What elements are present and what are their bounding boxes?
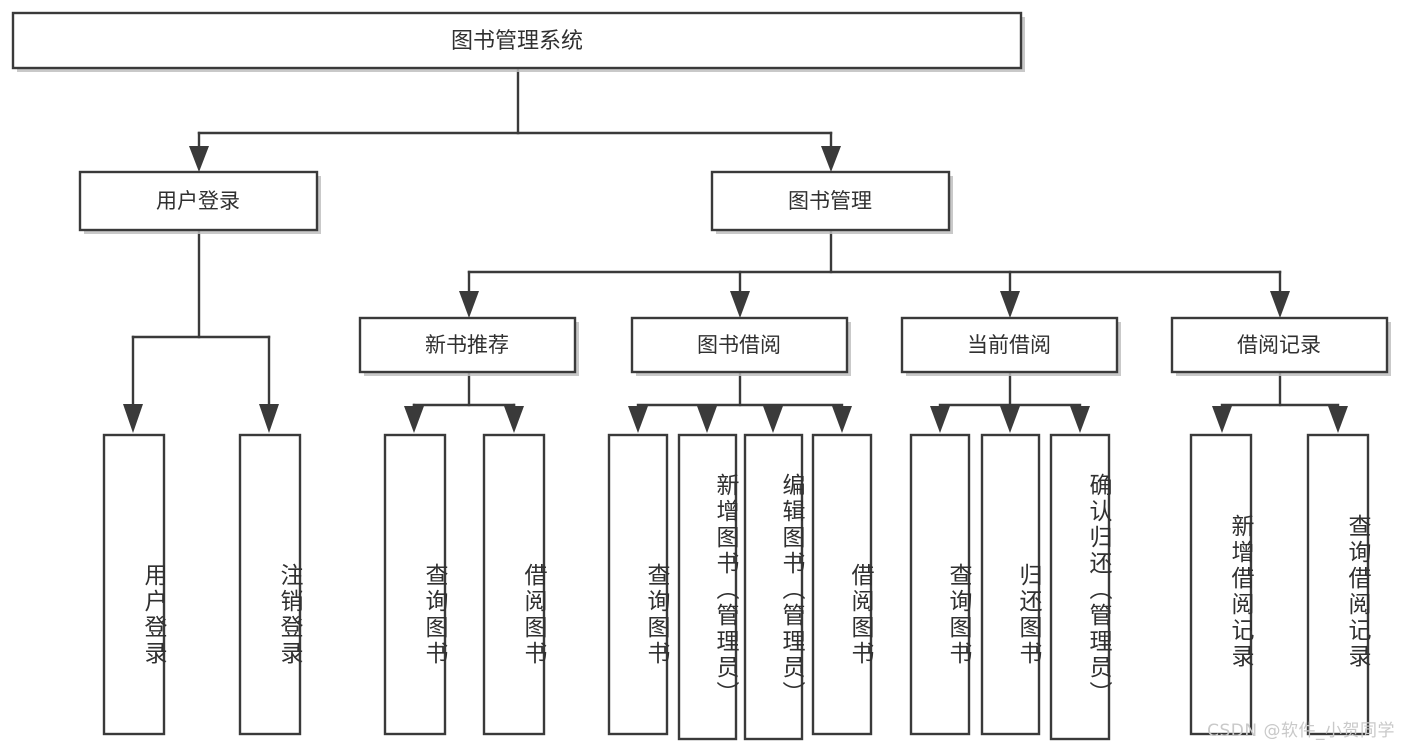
node-box-leaf-return-book[interactable]: [980, 433, 1041, 736]
node-box-book-manage[interactable]: [710, 170, 951, 232]
node-box-borrow-record[interactable]: [1170, 316, 1389, 374]
node-box-leaf-query-book-3[interactable]: [909, 433, 971, 736]
arrow-currentborrow-leaf1: [930, 406, 950, 433]
arrow-root-to-book-manage: [821, 146, 841, 172]
node-layer: 图书管理系统 用户登录 图书管理 新书推荐 图书借阅 当前借阅 借阅记录: [11, 11, 1391, 741]
node-box-leaf-add-record[interactable]: [1189, 433, 1253, 736]
node-box-leaf-query-book-1[interactable]: [383, 433, 447, 736]
node-label-current-borrow: 当前借阅: [967, 333, 1051, 357]
node-box-book-borrow[interactable]: [630, 316, 849, 374]
node-label-book-manage: 图书管理: [788, 189, 872, 213]
arrow-bm-currentborrow: [1000, 291, 1020, 318]
arrow-currentborrow-leaf2: [1000, 406, 1020, 433]
arrow-newbook-leaf2: [504, 406, 524, 433]
node-box-leaf-borrow-book-1[interactable]: [482, 433, 546, 736]
node-box-user-login[interactable]: [78, 170, 319, 232]
arrow-borrowrecord-leaf2: [1328, 406, 1348, 433]
node-box-leaf-confirm-return[interactable]: [1049, 433, 1111, 741]
node-label-book-borrow: 图书借阅: [697, 333, 781, 357]
node-label-new-book-rec: 新书推荐: [425, 333, 509, 357]
arrow-userlogin-leaf2: [259, 404, 279, 433]
node-box-leaf-user-login[interactable]: [102, 433, 166, 736]
arrow-root-to-user-login: [189, 146, 209, 172]
arrow-bm-bookborrow: [730, 291, 750, 318]
node-box-leaf-edit-book[interactable]: [743, 433, 804, 741]
connector-layer: [123, 66, 1348, 433]
node-box-current-borrow[interactable]: [900, 316, 1119, 374]
node-box-leaf-borrow-book-2[interactable]: [811, 433, 873, 736]
arrow-newbook-leaf1: [404, 406, 424, 433]
arrow-userlogin-leaf1: [123, 404, 143, 433]
node-box-leaf-query-record[interactable]: [1306, 433, 1370, 736]
node-box-leaf-query-book-2[interactable]: [607, 433, 669, 736]
arrow-bookborrow-leaf4: [832, 406, 852, 433]
node-box-leaf-logout[interactable]: [238, 433, 302, 736]
arrow-bookborrow-leaf3: [763, 406, 783, 433]
arrow-currentborrow-leaf3: [1070, 406, 1090, 433]
node-label-root: 图书管理系统: [451, 29, 583, 54]
node-box-leaf-add-book[interactable]: [677, 433, 738, 741]
arrow-borrowrecord-leaf1: [1212, 406, 1232, 433]
node-box-new-book-rec[interactable]: [358, 316, 577, 374]
arrow-bookborrow-leaf1: [628, 406, 648, 433]
node-label-user-login: 用户登录: [156, 189, 240, 213]
node-label-borrow-record: 借阅记录: [1237, 333, 1321, 357]
arrow-bm-newbook: [459, 291, 479, 318]
arrow-bm-borrowrecord: [1270, 291, 1290, 318]
node-box-root[interactable]: [11, 11, 1023, 70]
arrow-bookborrow-leaf2: [697, 406, 717, 433]
